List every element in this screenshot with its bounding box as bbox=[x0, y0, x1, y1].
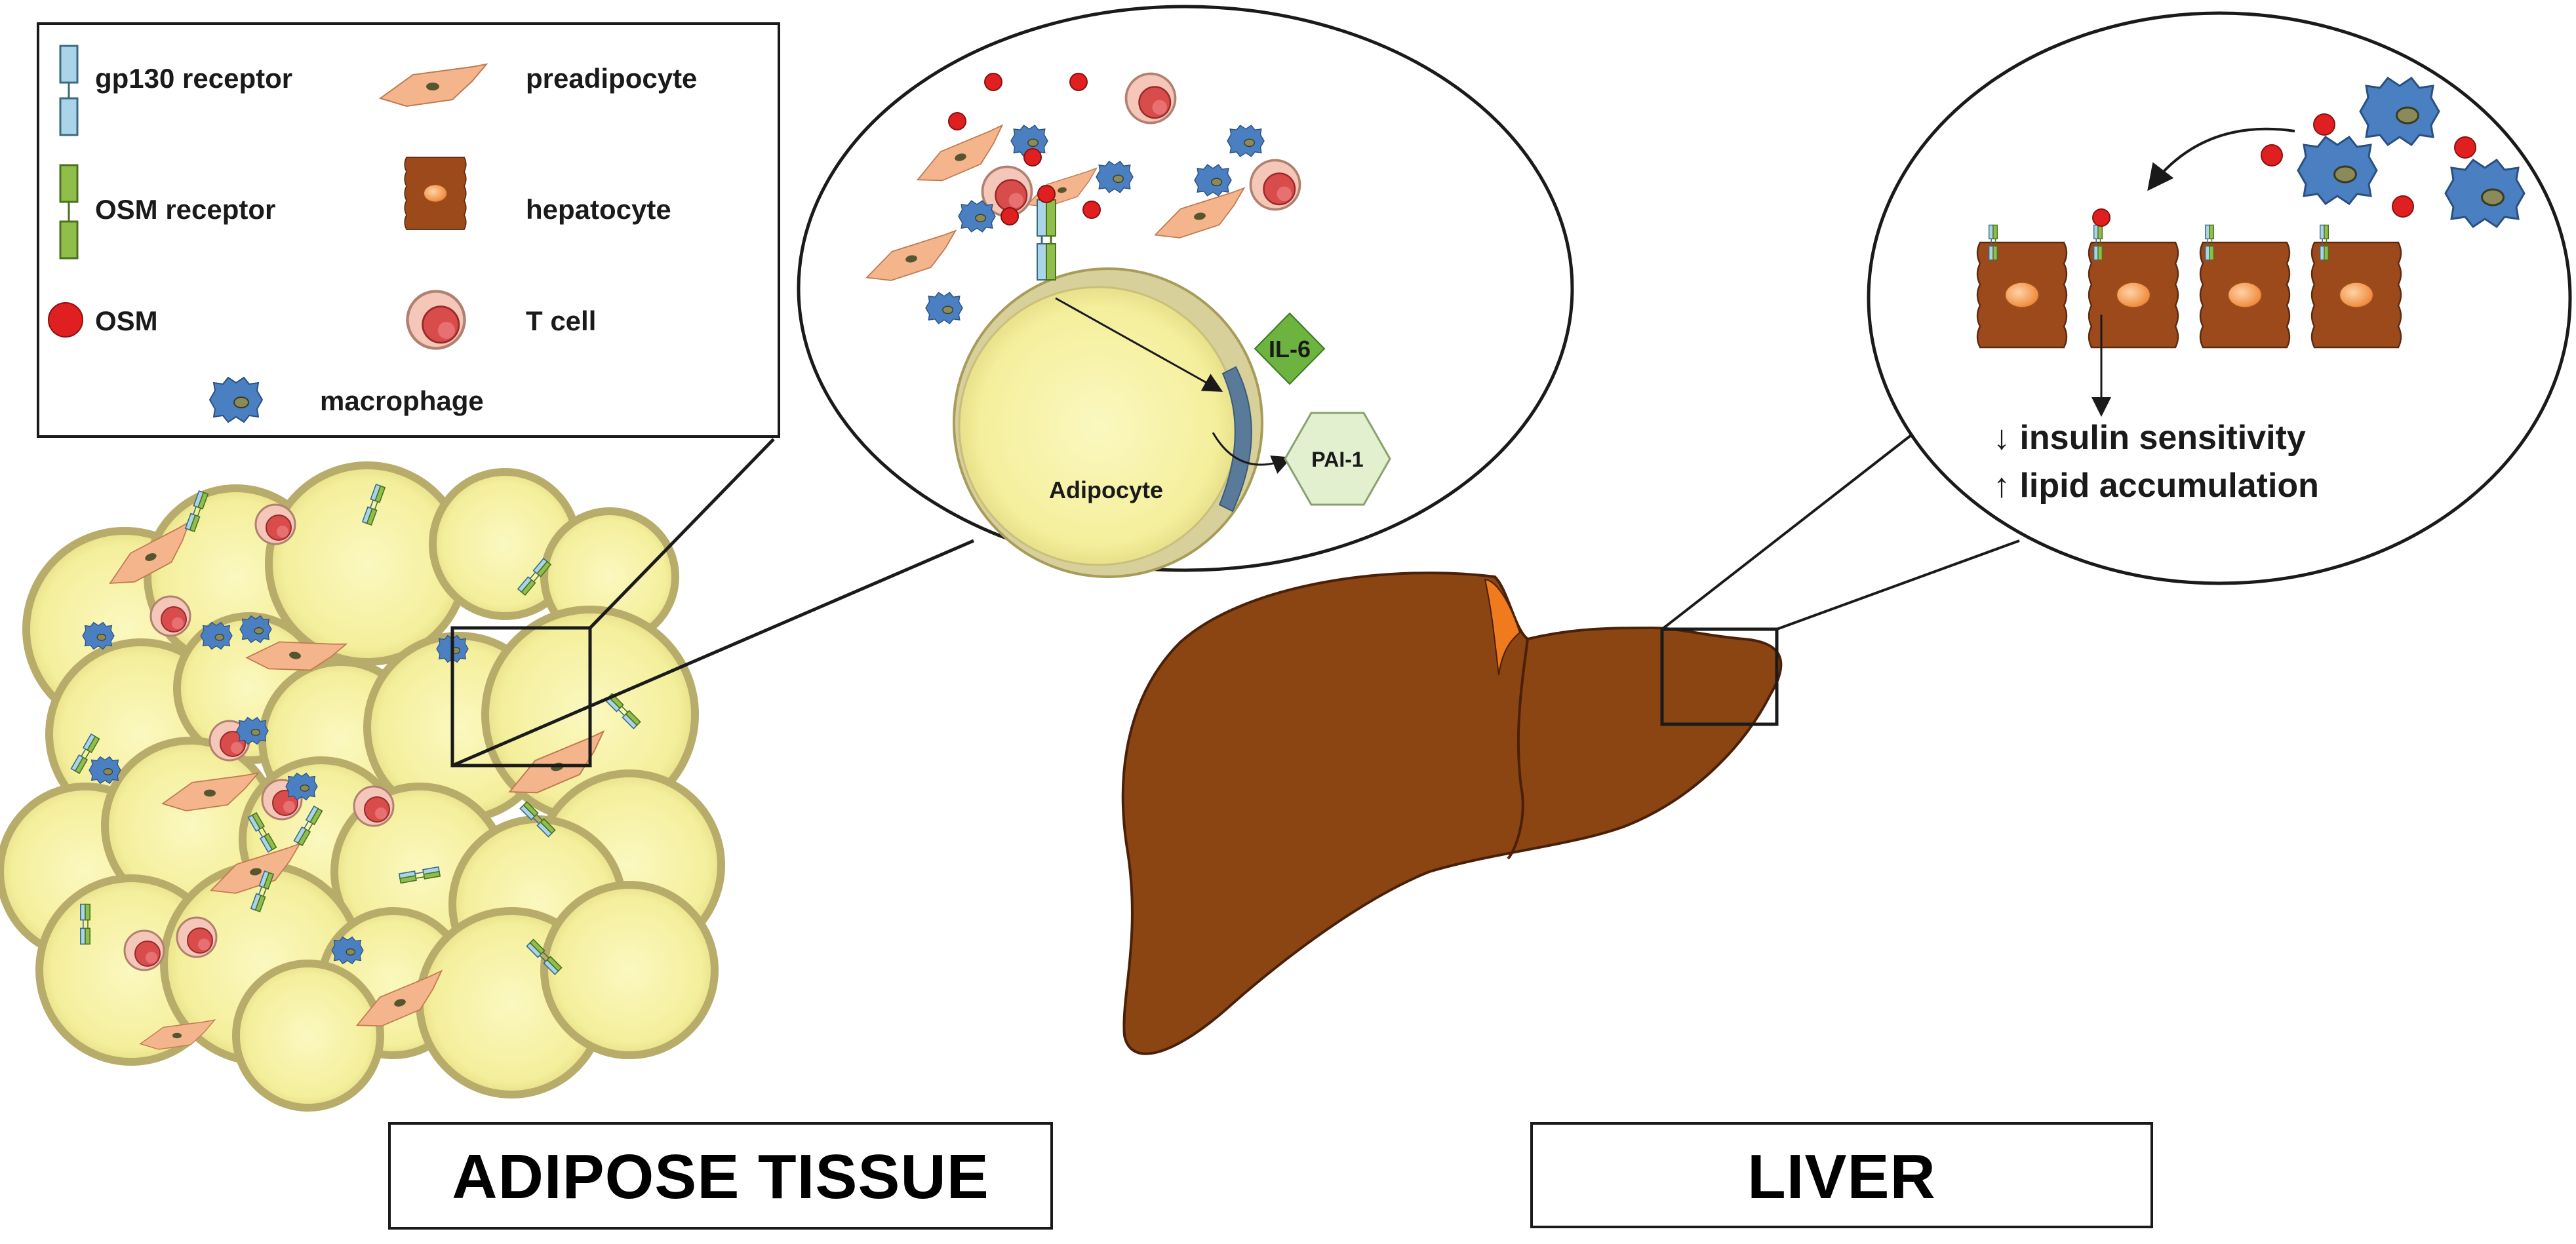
adipose-tissue-illustration bbox=[0, 461, 725, 1112]
t-cell bbox=[1124, 72, 1177, 125]
adipose-label: ADIPOSE TISSUE bbox=[452, 1142, 989, 1212]
adipocyte bbox=[232, 960, 384, 1112]
macrophage bbox=[1227, 125, 1265, 157]
osm-molecule bbox=[2092, 208, 2110, 227]
adipose-zoom-line-lower bbox=[452, 539, 974, 768]
osm-release-arrow bbox=[2147, 127, 2295, 191]
liver-zoom-line-left bbox=[1661, 431, 1916, 631]
adipocyte-label: Adipocyte bbox=[1049, 476, 1163, 503]
adipose-inset: Adipocyte IL-6 PAI-1 bbox=[797, 5, 1574, 578]
t-cell bbox=[353, 785, 395, 827]
legend-tcell-label: T cell bbox=[526, 305, 596, 336]
pai1-hexagon-icon bbox=[1284, 412, 1391, 506]
osm-molecule bbox=[1069, 73, 1088, 91]
hepatocyte-icon bbox=[404, 157, 467, 230]
adipose-label-box bbox=[388, 1122, 1053, 1230]
inset-immune-cells bbox=[860, 72, 1301, 324]
liver-zoom-box bbox=[1660, 627, 1779, 726]
macrophage bbox=[236, 716, 269, 745]
pai1-label: PAI-1 bbox=[1311, 448, 1363, 471]
osm-molecule bbox=[2261, 144, 2283, 166]
liver-shape bbox=[1121, 572, 1783, 1055]
legend-macrophage-label: macrophage bbox=[320, 385, 484, 416]
liver-zoom-line-right bbox=[1776, 539, 2020, 631]
macrophage-icon bbox=[209, 377, 263, 423]
macrophage bbox=[2444, 159, 2526, 228]
legend: gp130 receptor OSM receptor OSM macropha… bbox=[37, 22, 780, 438]
effect-insulin-sensitivity: ↓ insulin sensitivity bbox=[1993, 419, 2306, 457]
liver-illustration bbox=[1121, 572, 1783, 1055]
osm-molecule bbox=[1082, 201, 1101, 219]
legend-osm-label: OSM bbox=[95, 305, 158, 336]
macrophage bbox=[958, 200, 996, 233]
inset-receptor-icon bbox=[1037, 185, 1056, 281]
t-cell bbox=[1249, 159, 1301, 211]
hepatocyte-row bbox=[1976, 208, 2402, 349]
liver-label-box bbox=[1530, 1122, 2153, 1228]
legend-gp130-label: gp130 receptor bbox=[95, 63, 292, 94]
liver-label: LIVER bbox=[1747, 1142, 1936, 1212]
t-cell-icon bbox=[408, 292, 465, 349]
osm-icon bbox=[48, 302, 83, 338]
macrophage bbox=[239, 615, 272, 644]
macrophage bbox=[1194, 164, 1232, 197]
effect-lipid-accumulation: ↑ lipid accumulation bbox=[1993, 467, 2319, 505]
legend-osm-receptor-label: OSM receptor bbox=[95, 194, 275, 225]
liver-inset: ↓ insulin sensitivity ↑ lipid accumulati… bbox=[1867, 11, 2572, 585]
macrophage bbox=[89, 756, 121, 785]
adipocyte bbox=[540, 881, 719, 1059]
macrophage bbox=[2297, 136, 2378, 205]
osm-molecule bbox=[1023, 148, 1042, 166]
falciform-ligament bbox=[1484, 578, 1521, 676]
adipocyte-cytoplasm bbox=[958, 286, 1238, 566]
pai1-arrow bbox=[1212, 432, 1292, 474]
t-cell bbox=[149, 595, 191, 637]
osm-molecule bbox=[2454, 136, 2476, 159]
t-cell bbox=[176, 916, 218, 958]
osm-molecule bbox=[984, 73, 1002, 91]
signal-arrow bbox=[1055, 297, 1223, 392]
macrophage bbox=[200, 621, 233, 650]
osm-molecule bbox=[2392, 195, 2414, 218]
osm-molecule bbox=[1001, 207, 1019, 225]
gp130-receptor-icon bbox=[59, 45, 79, 136]
osm-receptor-icon bbox=[59, 164, 79, 260]
osm-molecule bbox=[2313, 113, 2335, 136]
macrophage bbox=[925, 292, 963, 324]
il6-label: IL-6 bbox=[1269, 336, 1311, 362]
legend-preadipocyte-label: preadipocyte bbox=[526, 63, 697, 94]
osm-molecule bbox=[948, 112, 966, 130]
macrophage bbox=[2359, 77, 2440, 146]
adipocyte-nucleus bbox=[1218, 366, 1252, 513]
t-cell bbox=[254, 503, 296, 545]
t-cell bbox=[123, 929, 165, 971]
adipose-zoom-box bbox=[450, 626, 592, 768]
legend-hepatocyte-label: hepatocyte bbox=[526, 194, 671, 225]
macrophage bbox=[285, 772, 318, 801]
liver-inset-immune-cells bbox=[2261, 77, 2526, 228]
adipose-zoom-line-upper bbox=[589, 438, 775, 629]
macrophage bbox=[1096, 161, 1134, 193]
macrophage bbox=[331, 936, 364, 965]
il6-diamond-icon bbox=[1254, 312, 1326, 385]
macrophage bbox=[82, 621, 115, 650]
